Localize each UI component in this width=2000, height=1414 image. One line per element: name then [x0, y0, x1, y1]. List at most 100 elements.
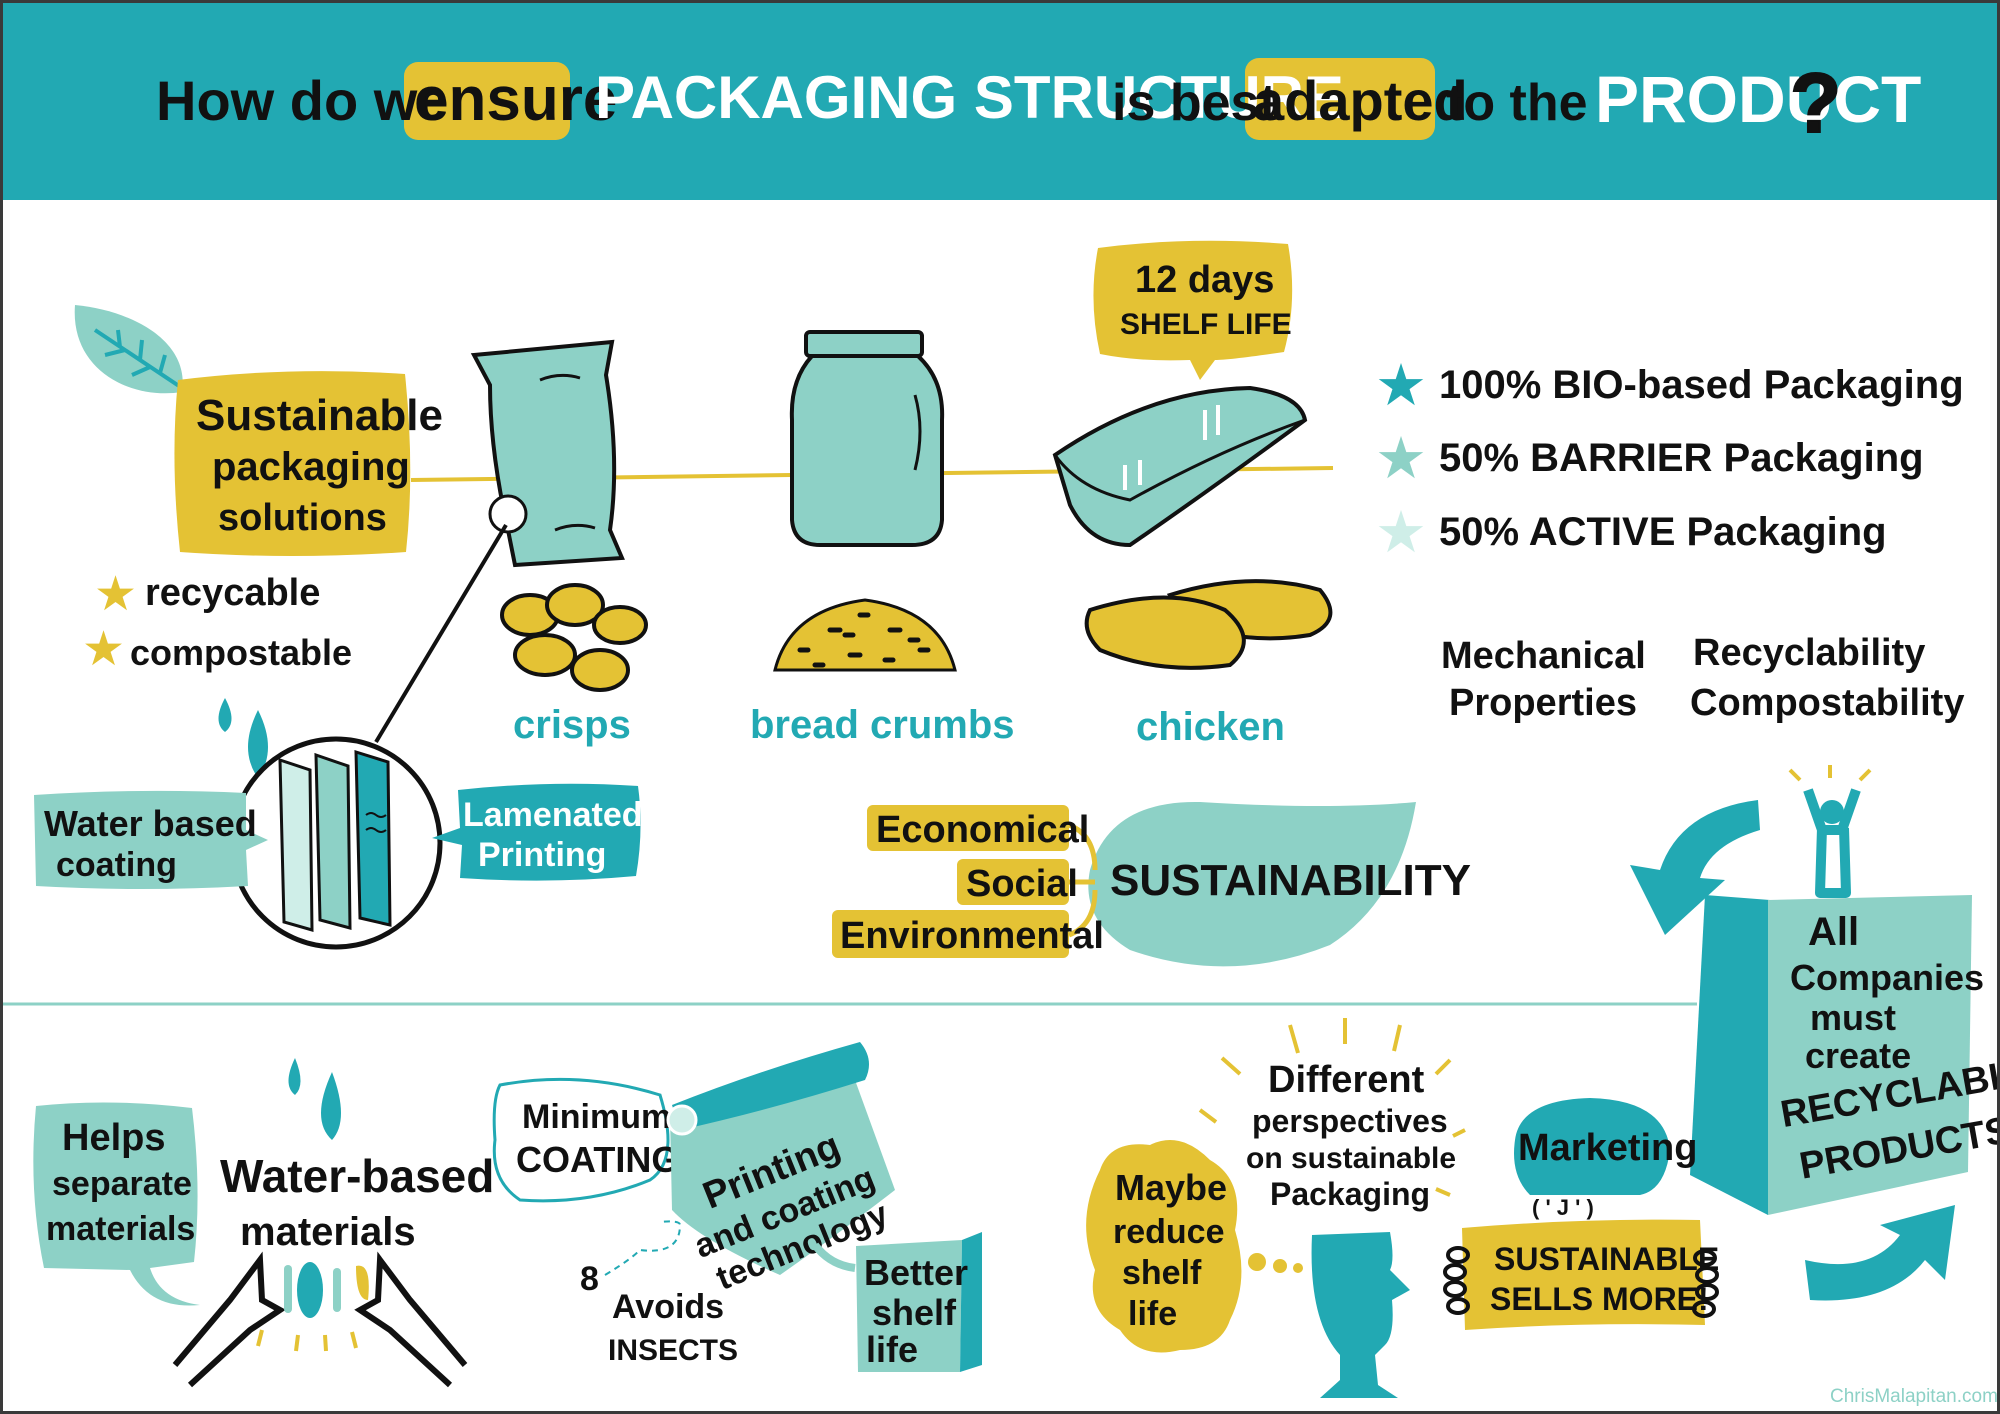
- lamenated-printing-label: Lamenated Printing: [432, 783, 643, 881]
- hands-icon: [172, 1251, 468, 1388]
- chicken-label: chicken: [1136, 705, 1285, 749]
- svg-text:shelf: shelf: [1122, 1254, 1202, 1292]
- water-based-subtitle: materials: [240, 1210, 416, 1254]
- sustainable-packaging-box: Sustainable packaging solutions: [174, 371, 443, 556]
- minimum-coating-bubble: Minimum COATING: [492, 1077, 679, 1203]
- svg-text:Recyclability: Recyclability: [1693, 632, 1925, 674]
- svg-text:life: life: [866, 1329, 918, 1370]
- svg-text:create: create: [1805, 1035, 1911, 1076]
- properties-labels: Mechanical Properties Recyclability Comp…: [1441, 632, 1964, 724]
- svg-text:Minimum: Minimum: [522, 1098, 671, 1136]
- svg-text:Maybe: Maybe: [1115, 1167, 1227, 1208]
- svg-text:Sustainable: Sustainable: [196, 391, 443, 440]
- svg-text:Economical: Economical: [876, 809, 1089, 851]
- svg-text:Compostability: Compostability: [1690, 682, 1964, 724]
- adapted-highlight: [1245, 58, 1435, 140]
- layers-magnifier-icon: [229, 736, 443, 950]
- title-part3: to the: [1446, 74, 1588, 132]
- better-shelf-life-box: Better shelf life: [811, 1232, 982, 1372]
- svg-text:SUSTAINABILITY: SUSTAINABILITY: [1110, 856, 1471, 905]
- leaf-icon: [74, 305, 187, 394]
- svg-text:50% BARRIER Packaging: 50% BARRIER Packaging: [1439, 436, 1924, 480]
- svg-text:life: life: [1128, 1295, 1177, 1333]
- svg-text:Social: Social: [966, 863, 1078, 905]
- svg-text:Better: Better: [864, 1252, 968, 1293]
- insect-trail: [604, 1220, 682, 1276]
- svg-text:packaging: packaging: [212, 445, 410, 489]
- bread-crumbs-food-icon: [773, 598, 957, 672]
- svg-text:solutions: solutions: [218, 497, 387, 539]
- title-question-mark: ?: [1790, 56, 1841, 150]
- svg-text:Properties: Properties: [1449, 682, 1637, 724]
- svg-text:SUSTAINABLE: SUSTAINABLE: [1494, 1241, 1719, 1277]
- bread-crumbs-label: bread crumbs: [750, 703, 1015, 747]
- hand-fingers-icon: [1443, 1246, 1719, 1318]
- helps-separate-bubble: Helps separate materials: [33, 1102, 201, 1306]
- pillar-connector: [1067, 822, 1098, 938]
- svg-text:Printing: Printing: [478, 836, 606, 874]
- svg-text:compostable: compostable: [130, 632, 352, 673]
- ensure-highlight: [404, 62, 570, 140]
- packaging-legend: ★ 100% BIO-based Packaging ★ 50% BARRIER…: [1375, 353, 1964, 565]
- crisps-label: crisps: [513, 703, 631, 747]
- head-silhouette-icon: [1311, 1232, 1410, 1398]
- title-adapted: adapted: [1253, 69, 1468, 132]
- water-drops-icon: [288, 1058, 341, 1140]
- svg-text:Packaging: Packaging: [1270, 1176, 1430, 1212]
- cheering-person-icon: [1788, 765, 1872, 898]
- svg-text:SHELF LIFE: SHELF LIFE: [1120, 308, 1292, 341]
- svg-text:coating: coating: [56, 846, 177, 884]
- svg-text:separate: separate: [52, 1165, 192, 1203]
- svg-text:Water based: Water based: [44, 803, 257, 844]
- svg-text:100% BIO-based Packaging: 100% BIO-based Packaging: [1439, 363, 1964, 407]
- svg-text:perspectives: perspectives: [1252, 1103, 1448, 1139]
- sustainability-pillars: Economical Social Environmental: [832, 805, 1104, 958]
- feature-list: ★ recycable ★ compostable: [82, 568, 352, 676]
- maybe-reduce-cloud: Maybe reduce shelf life: [1086, 1140, 1242, 1353]
- svg-text:Mechanical: Mechanical: [1441, 635, 1646, 677]
- marketing-character: Marketing ( ' J ' ): [1514, 1098, 1697, 1220]
- shelf-life-bubble: 12 days SHELF LIFE: [1093, 240, 1293, 380]
- svg-text:50% ACTIVE Packaging: 50% ACTIVE Packaging: [1439, 510, 1887, 554]
- chicken-food-icon: [1084, 579, 1333, 670]
- svg-text:Companies: Companies: [1790, 957, 1984, 998]
- svg-text:Helps: Helps: [62, 1117, 165, 1159]
- svg-text:Environmental: Environmental: [840, 915, 1104, 957]
- svg-text:( ' J ' ): ( ' J ' ): [1532, 1195, 1594, 1220]
- curved-arrow-bottom-icon: [1805, 1205, 1955, 1301]
- sustainable-sells-sign: SUSTAINABLE SELLS MORE!: [1443, 1219, 1719, 1330]
- svg-text:INSECTS: INSECTS: [608, 1334, 738, 1367]
- svg-text:Marketing: Marketing: [1518, 1127, 1697, 1169]
- svg-text:Different: Different: [1268, 1059, 1425, 1101]
- companies-box: All Companies must create RECYCLABLE PRO…: [1690, 895, 2000, 1215]
- svg-text:shelf: shelf: [872, 1292, 957, 1333]
- svg-text:materials: materials: [46, 1210, 195, 1248]
- star-icon: ★: [94, 568, 137, 621]
- insect-icon: 8: [580, 1260, 599, 1298]
- avoids-insects-label: 8 Avoids INSECTS: [580, 1260, 738, 1367]
- header-banner: How do we ensure PACKAGING STRUCTURE is …: [0, 0, 2000, 200]
- svg-text:Avoids: Avoids: [612, 1288, 724, 1326]
- crisps-bag-icon: [470, 339, 625, 568]
- thought-dots-icon: [1248, 1253, 1303, 1273]
- svg-text:12 days: 12 days: [1135, 259, 1274, 301]
- water-drops-icon: [218, 698, 268, 778]
- svg-text:Lamenated: Lamenated: [463, 796, 643, 834]
- title-structure: PACKAGING STRUCTURE: [595, 64, 1344, 131]
- water-based-coating-label: Water based coating: [34, 790, 268, 889]
- zoom-connector-line: [374, 523, 508, 744]
- chicken-tray-icon: [1052, 385, 1308, 548]
- title-ensure: ensure: [414, 65, 617, 134]
- svg-text:reduce: reduce: [1113, 1213, 1225, 1251]
- svg-text:All: All: [1808, 910, 1859, 954]
- watermark: ChrisMalapitan.com: [1830, 1386, 1998, 1407]
- star-icon: ★: [1375, 353, 1427, 418]
- title-product: PRODUCT: [1595, 62, 1921, 136]
- star-icon: ★: [1375, 500, 1427, 565]
- svg-text:on sustainable: on sustainable: [1246, 1142, 1456, 1175]
- bread-crumbs-jar-icon: [789, 330, 945, 547]
- water-based-title: Water-based: [220, 1150, 494, 1202]
- star-icon: ★: [82, 623, 125, 676]
